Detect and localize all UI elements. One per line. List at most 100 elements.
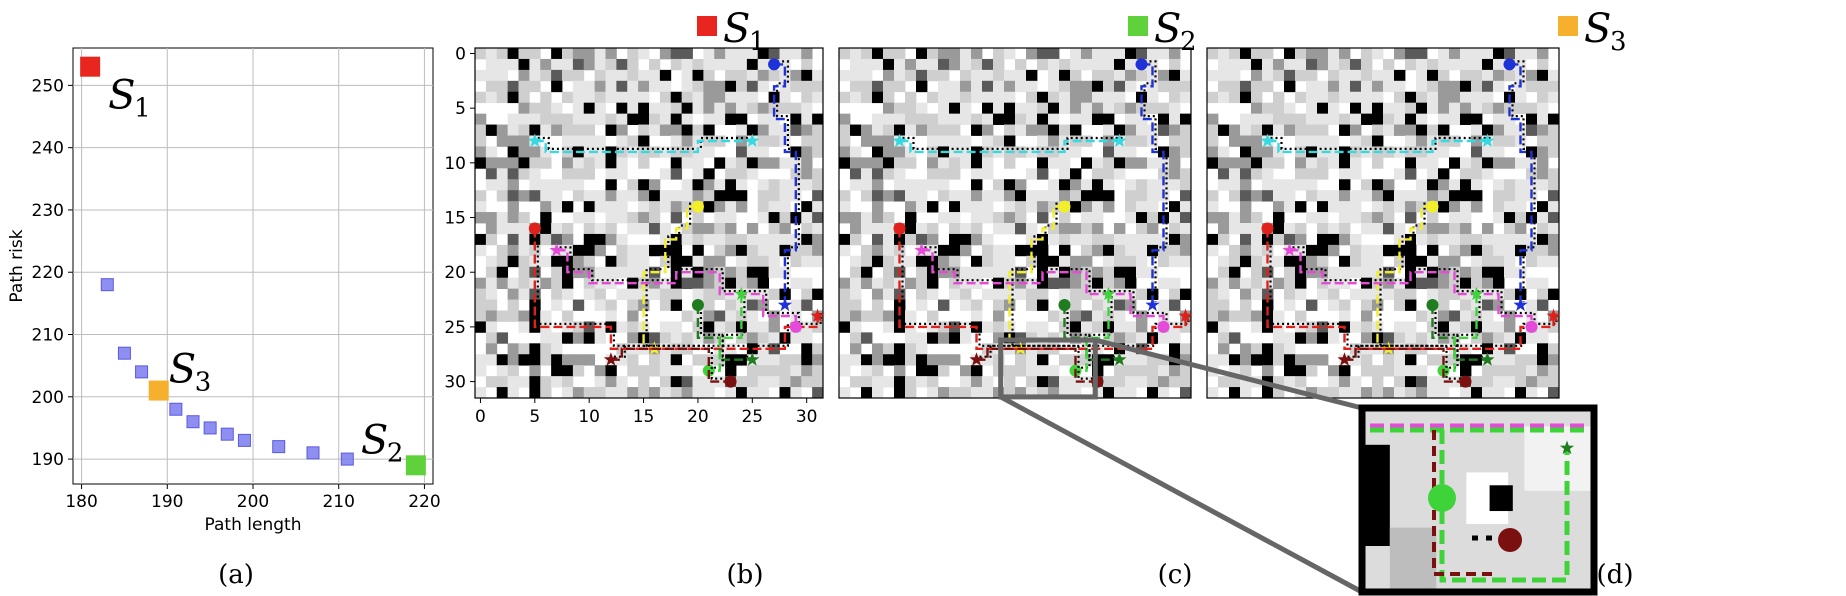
title-swatch (1558, 16, 1578, 36)
risk-cell (872, 124, 884, 136)
risk-cell (1526, 365, 1538, 377)
risk-cell (1207, 124, 1219, 136)
risk-cell (938, 124, 950, 136)
risk-cell (757, 201, 770, 213)
risk-cell (1537, 80, 1549, 93)
risk-cell (960, 69, 972, 82)
risk-cell (496, 365, 509, 377)
risk-cell (1147, 365, 1159, 377)
risk-cell (757, 343, 770, 355)
risk-cell (1361, 80, 1373, 93)
risk-cell (801, 277, 813, 290)
risk-cell (562, 354, 574, 366)
risk-cell (993, 212, 1005, 224)
risk-cell (905, 179, 917, 191)
risk-cell (1416, 80, 1428, 93)
risk-cell (1482, 223, 1494, 235)
risk-cell (1317, 201, 1329, 213)
risk-cell (949, 233, 961, 246)
risk-cell (496, 376, 509, 388)
risk-cell (883, 233, 895, 246)
risk-cell (1394, 223, 1406, 235)
risk-cell (949, 255, 961, 268)
risk-cell (562, 168, 574, 180)
risk-cell (960, 58, 972, 71)
risk-cell (1037, 48, 1049, 60)
risk-cell (1169, 299, 1181, 311)
risk-cell (971, 190, 983, 202)
risk-cell (562, 387, 574, 399)
risk-cell (583, 58, 596, 71)
risk-cell (1136, 266, 1148, 279)
risk-cell (692, 244, 704, 257)
risk-cell (670, 365, 683, 377)
risk-cell (1251, 288, 1263, 300)
risk-cell (572, 365, 585, 377)
risk-cell (1251, 146, 1263, 158)
inset-cell (1489, 485, 1513, 512)
risk-cell (1295, 113, 1307, 125)
risk-cell (1037, 102, 1049, 115)
risk-cell (583, 233, 596, 246)
map-x-tick-label: 5 (529, 407, 540, 427)
risk-cell (1240, 233, 1252, 246)
risk-cell (529, 233, 541, 246)
risk-cell (594, 157, 606, 169)
risk-cell (850, 277, 862, 290)
risk-cell (1394, 190, 1406, 202)
risk-cell (1504, 266, 1516, 279)
risk-cell (1339, 212, 1351, 224)
risk-cell (638, 48, 650, 60)
goal-marker (724, 375, 737, 388)
risk-cell (1114, 157, 1126, 169)
risk-cell (768, 354, 780, 366)
risk-cell (960, 48, 972, 60)
risk-cell (594, 277, 606, 290)
risk-cell (1081, 321, 1093, 333)
risk-cell (1207, 354, 1219, 366)
risk-cell (1037, 146, 1049, 158)
risk-cell (1339, 124, 1351, 136)
risk-cell (562, 113, 574, 125)
star-marker (603, 352, 619, 366)
risk-cell (1026, 354, 1038, 366)
risk-cell (1273, 102, 1285, 115)
risk-cell (518, 376, 530, 388)
risk-cell (1092, 244, 1104, 257)
risk-cell (757, 266, 770, 279)
risk-cell (659, 91, 672, 104)
risk-cell (1306, 255, 1318, 268)
risk-cell (872, 58, 884, 71)
risk-cell (850, 212, 862, 224)
title-sub: 2 (1180, 27, 1197, 57)
risk-cell (779, 387, 791, 399)
risk-cell (861, 266, 873, 279)
path-shadow (979, 344, 1101, 380)
risk-cell (1147, 157, 1159, 169)
risk-cell (1460, 266, 1472, 279)
risk-cell (1015, 179, 1027, 191)
risk-cell (982, 91, 994, 104)
risk-cell (572, 299, 585, 311)
risk-cell (1092, 179, 1104, 191)
risk-cell (872, 201, 884, 213)
risk-cell (839, 135, 851, 147)
risk-cell (562, 288, 574, 300)
risk-cell (1240, 124, 1252, 136)
risk-cell (692, 168, 704, 180)
risk-cell (1284, 102, 1296, 115)
star-marker (1112, 352, 1127, 366)
risk-cell (1092, 223, 1104, 235)
risk-cell (583, 244, 596, 257)
risk-cell (1394, 244, 1406, 257)
risk-cell (681, 376, 693, 388)
risk-cell (1240, 48, 1252, 60)
risk-cell (1317, 168, 1329, 180)
risk-cell (1251, 244, 1263, 257)
risk-cell (681, 201, 693, 213)
risk-cell (725, 168, 737, 180)
risk-cell (746, 223, 759, 235)
risk-cell (812, 69, 824, 82)
risk-cell (659, 223, 672, 235)
risk-cell (1251, 277, 1263, 290)
